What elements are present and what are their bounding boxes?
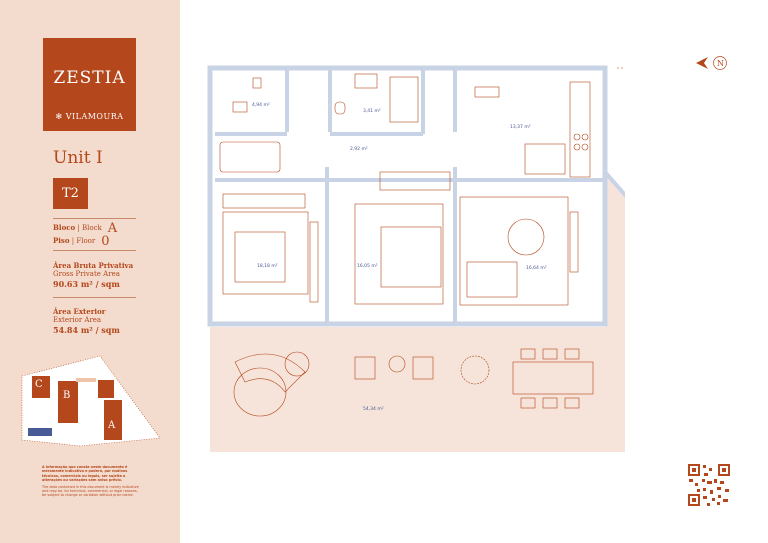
qr-code-icon [687,463,731,507]
exterior-area-label: Área Exterior [53,307,106,316]
bedroom2-area: 16,05 m² [357,263,378,269]
terrace-area-label: 54,34 m² [363,406,384,412]
private-area-sublabel: Gross Private Area [53,270,120,278]
key-plan: C B A [21,355,160,447]
info-sidebar: ZESTIA ✻ VILAMOURA Unit I T2 Bloco | Blo… [0,0,180,543]
unit-title: Unit I [53,148,103,168]
living-furniture [459,196,579,306]
divider [53,250,136,251]
key-plan-label-a: A [107,420,116,431]
kitchen-area: 13,37 m² [510,124,531,130]
exterior-area-sublabel: Exterior Area [53,316,102,324]
brand-name: ZESTIA [53,68,126,88]
brand-subname: ✻ VILAMOURA [55,112,124,121]
private-area-label: Área Bruta Privativa [53,261,134,270]
bath2-area: 3,41 m² [363,108,381,114]
north-compass-icon: N [696,56,727,70]
disclaimer-pt: A informação que consta neste documento … [42,465,128,483]
terrace-side [605,172,625,452]
exterior-area-value: 54.84 m² / sqm [53,325,120,335]
floor-plan: 4,94 m² 3,41 m² 2,92 m² 13,37 m² 18,18 m… [207,65,625,452]
terrace-furniture [233,348,594,417]
bathroom-fixtures [219,73,419,173]
bath1-area: 4,94 m² [252,102,270,108]
interior-walls [215,68,605,324]
key-plan-label-c: C [35,379,43,390]
living-area: 16,64 m² [526,265,547,271]
divider [53,218,136,219]
hall-area: 2,92 m² [350,146,368,152]
disclaimer: A informação que consta neste documento … [42,465,142,498]
exterior-walls [207,65,608,327]
kitchen-fixtures [474,81,591,178]
private-area-value: 90.63 m² / sqm [53,279,120,289]
divider [53,297,136,298]
terrace-area [210,327,610,452]
disclaimer-en: The data contained in this document is m… [42,484,139,498]
bedroom2-furniture [354,171,451,305]
unit-type-badge: T2 [53,178,88,209]
compass-label: N [717,59,724,68]
bedroom1-area: 18,18 m² [257,263,278,269]
key-plan-label-b: B [63,390,70,401]
bedroom1-furniture [222,193,319,303]
brand-logo: ZESTIA ✻ VILAMOURA [43,38,136,131]
